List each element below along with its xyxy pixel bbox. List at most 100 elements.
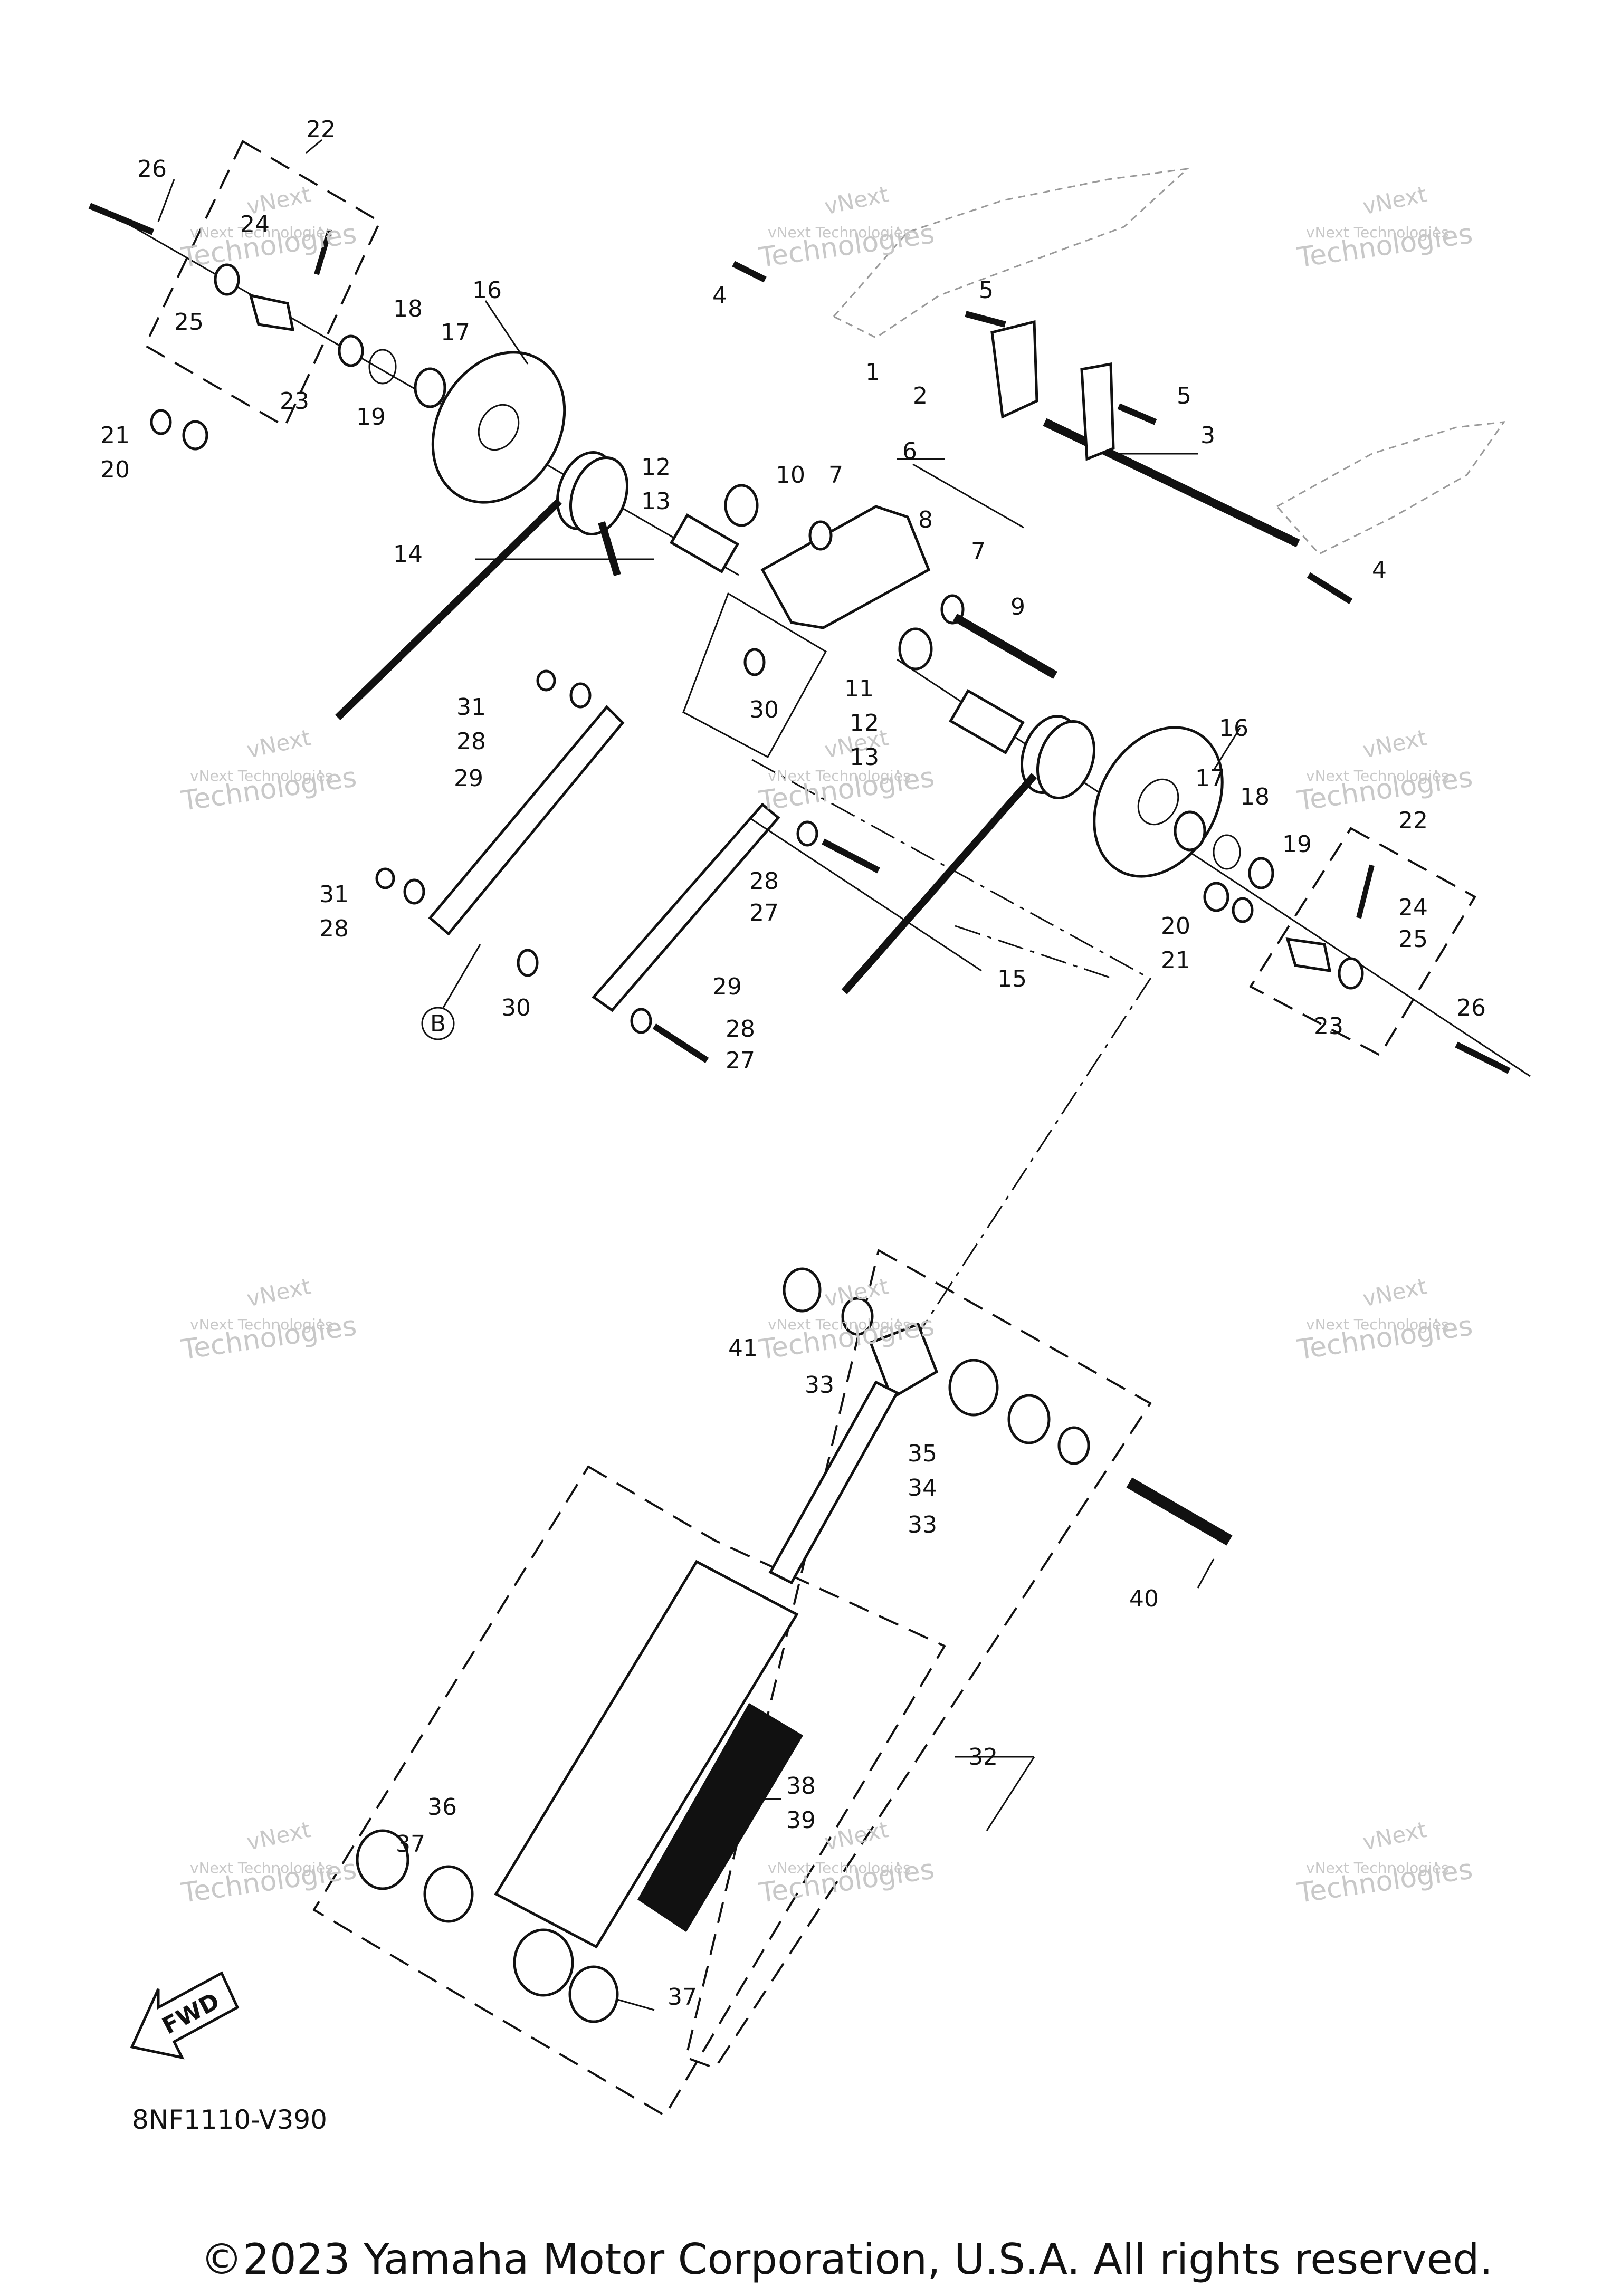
swing-arm — [760, 505, 931, 629]
part-label-20: 20 — [1161, 913, 1190, 940]
part-label-18: 18 — [1240, 783, 1270, 810]
part-label-27: 27 — [749, 900, 779, 926]
svg-text:vNext Technologies: vNext Technologies — [190, 1316, 333, 1333]
washer-21-right — [1232, 897, 1254, 923]
shock-eye-upper — [869, 1322, 939, 1400]
part-label-7: 7 — [828, 462, 843, 489]
part-label-25: 25 — [174, 309, 204, 336]
bushing-37-right — [568, 1965, 619, 2023]
collar-25-left — [214, 263, 240, 296]
washer-33-upper — [841, 1297, 874, 1336]
part-label-17: 17 — [441, 319, 470, 346]
part-label-35: 35 — [908, 1440, 937, 1467]
part-label-24: 24 — [240, 211, 270, 238]
svg-text:vNext: vNext — [822, 1816, 891, 1855]
group-box-22-left — [144, 140, 382, 428]
bearing-17-left — [414, 367, 446, 408]
part-label-13: 13 — [850, 744, 879, 771]
torsion-spring-left-leg — [598, 521, 621, 577]
part-label-31: 31 — [456, 694, 486, 721]
bolt-4-left — [732, 261, 767, 283]
watermark: vNext vNext Technologies Technologies — [757, 1273, 936, 1366]
part-label-31: 31 — [319, 881, 349, 908]
part-label-33: 33 — [908, 1511, 937, 1538]
bolt-26-right — [1455, 1041, 1511, 1074]
part-label-39: 39 — [786, 1807, 816, 1834]
idler-wheel-left-hub — [478, 404, 520, 451]
part-label-2: 2 — [913, 382, 928, 409]
watermark: vNext vNext Technologies Technologies — [1295, 1816, 1474, 1909]
watermark: vNext vNext Technologies Technologies — [1295, 181, 1474, 274]
part-label-5: 5 — [1177, 382, 1191, 409]
collar-11 — [898, 627, 933, 671]
group-box-22-right — [1249, 827, 1476, 1057]
shock-body — [494, 1560, 799, 1949]
part-label-28: 28 — [319, 915, 349, 942]
collar-20-right — [1203, 882, 1229, 912]
svg-text:vNext: vNext — [1360, 1273, 1429, 1312]
part-label-3: 3 — [1200, 422, 1215, 449]
fwd-arrow — [130, 1971, 240, 2060]
watermark: vNext vNext Technologies Technologies — [179, 1816, 358, 1909]
bracket-25-left — [249, 293, 295, 332]
watermarks: vNext vNext Technologies Technologies vN… — [179, 181, 1474, 1909]
collar-36 — [356, 1829, 409, 1890]
bracket-right — [1080, 362, 1115, 461]
watermark: vNext vNext Technologies Technologies — [1295, 724, 1474, 817]
part-label-34: 34 — [908, 1475, 937, 1501]
part-label-29: 29 — [454, 765, 483, 792]
part-label-28: 28 — [456, 728, 486, 755]
part-label-24: 24 — [1398, 894, 1428, 921]
nut-31-a — [536, 669, 556, 692]
part-label-29: 29 — [712, 973, 742, 1000]
svg-text:vNext Technologies: vNext Technologies — [190, 1859, 333, 1877]
pin-9 — [952, 614, 1058, 679]
svg-text:vNext: vNext — [1360, 181, 1429, 219]
bolt-5-top — [965, 311, 1006, 328]
part-label-23: 23 — [280, 388, 309, 415]
part-label-4: 4 — [1372, 557, 1387, 583]
part-label-14: 14 — [393, 541, 423, 568]
part-label-23: 23 — [1314, 1013, 1343, 1040]
bolt-4-right — [1307, 572, 1353, 605]
part-label-25: 25 — [1398, 926, 1428, 953]
bolt-40 — [1126, 1477, 1233, 1546]
svg-text:vNext Technologies: vNext Technologies — [190, 767, 333, 785]
part-label-21: 21 — [100, 422, 130, 449]
part-label-27: 27 — [726, 1047, 755, 1074]
part-label-26: 26 — [137, 156, 167, 183]
circlip-18-left — [368, 349, 397, 385]
idler-wheel-right-hub — [1137, 778, 1179, 826]
svg-text:vNext Technologies: vNext Technologies — [768, 767, 911, 785]
part-label-33: 33 — [805, 1372, 834, 1399]
part-label-32: 32 — [968, 1744, 998, 1771]
part-label-8: 8 — [918, 506, 933, 533]
nut-41 — [783, 1267, 822, 1313]
part-label-37: 37 — [668, 1984, 697, 2011]
group-box-32 — [312, 1465, 946, 2117]
collar-7-top — [808, 520, 833, 551]
part-label-13: 13 — [641, 488, 671, 515]
torsion-spring-right-arm — [841, 773, 1037, 994]
part-label-19: 19 — [1282, 831, 1312, 858]
part-label-26: 26 — [1456, 994, 1486, 1021]
figure-code: 8NF1110-V390 — [132, 2104, 327, 2135]
bracket-left — [990, 320, 1038, 419]
part-label-30: 30 — [749, 696, 779, 723]
reference-line-15 — [955, 925, 1114, 980]
part-label-38: 38 — [786, 1773, 816, 1800]
part-label-21: 21 — [1161, 947, 1190, 974]
torsion-spring-left-arm — [335, 498, 562, 721]
watermark: vNext vNext Technologies Technologies — [1295, 1273, 1474, 1366]
ref-label-b: B — [430, 1010, 446, 1037]
svg-text:vNext: vNext — [1360, 1816, 1429, 1855]
bushing-30-lower — [517, 949, 539, 977]
bearing-17-right — [1174, 810, 1206, 852]
collar-10 — [724, 484, 759, 527]
part-label-22: 22 — [306, 116, 336, 143]
washer-33-lower — [1057, 1426, 1090, 1465]
torsion-spring-right-coil-2 — [1036, 720, 1096, 800]
part-label-41: 41 — [728, 1335, 758, 1362]
bracket-25-right — [1285, 937, 1332, 973]
